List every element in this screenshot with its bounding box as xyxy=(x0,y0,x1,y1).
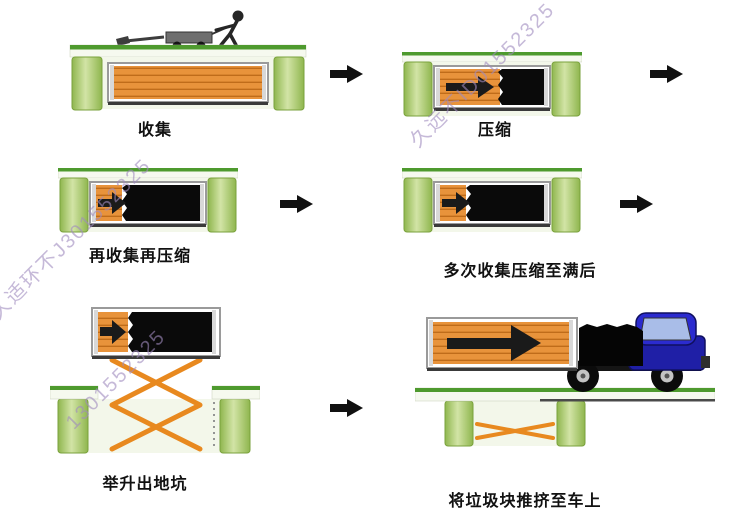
pit-icon xyxy=(444,400,586,447)
scene-collection xyxy=(69,10,307,111)
scene-lift xyxy=(50,307,260,454)
ground-icon xyxy=(402,52,582,63)
ground-icon xyxy=(58,168,238,179)
push-arrow-icon xyxy=(442,192,470,214)
compacted-waste-icon xyxy=(128,312,212,352)
scene-full xyxy=(402,168,582,233)
push-arrow-icon xyxy=(98,192,126,214)
flow-arrow-icon xyxy=(330,399,363,417)
folded-lift-icon xyxy=(475,422,555,440)
ground-icon xyxy=(69,44,307,58)
container-icon xyxy=(433,65,551,111)
flow-arrow-icon xyxy=(280,195,313,213)
ground-icon xyxy=(402,168,582,179)
push-arrow-icon xyxy=(447,325,541,361)
container-icon xyxy=(107,62,269,105)
scene-compression xyxy=(402,52,582,117)
step-label-recompress: 再收集再压缩 xyxy=(88,248,191,265)
step-label-compression: 压缩 xyxy=(477,122,512,139)
flow-arrow-icon xyxy=(650,65,683,83)
step-label-lift: 举升出地坑 xyxy=(102,476,188,493)
container-icon xyxy=(89,181,207,227)
person-with-cart-icon xyxy=(116,10,244,51)
push-arrow-icon xyxy=(100,320,126,344)
compacted-waste-icon xyxy=(122,185,200,221)
step-label-full: 多次收集压缩至满后 xyxy=(443,263,597,280)
ground-icon xyxy=(50,385,260,400)
flow-arrow-icon xyxy=(330,65,363,83)
push-arrow-icon xyxy=(446,76,494,98)
compacted-waste-icon xyxy=(498,69,544,105)
ground-icon xyxy=(415,387,715,402)
scene-truck-load xyxy=(415,312,715,447)
container-icon xyxy=(426,317,578,371)
flow-arrow-icon xyxy=(620,195,653,213)
container-icon xyxy=(91,307,221,359)
step-label-collection: 收集 xyxy=(137,122,172,139)
step-label-truck: 将垃圾块推挤至车上 xyxy=(448,493,602,510)
compacted-waste-icon xyxy=(466,185,544,221)
scissor-lift-icon xyxy=(109,357,203,452)
container-icon xyxy=(433,181,551,227)
scene-recompress xyxy=(58,168,238,233)
compacted-waste-icon xyxy=(579,324,643,366)
